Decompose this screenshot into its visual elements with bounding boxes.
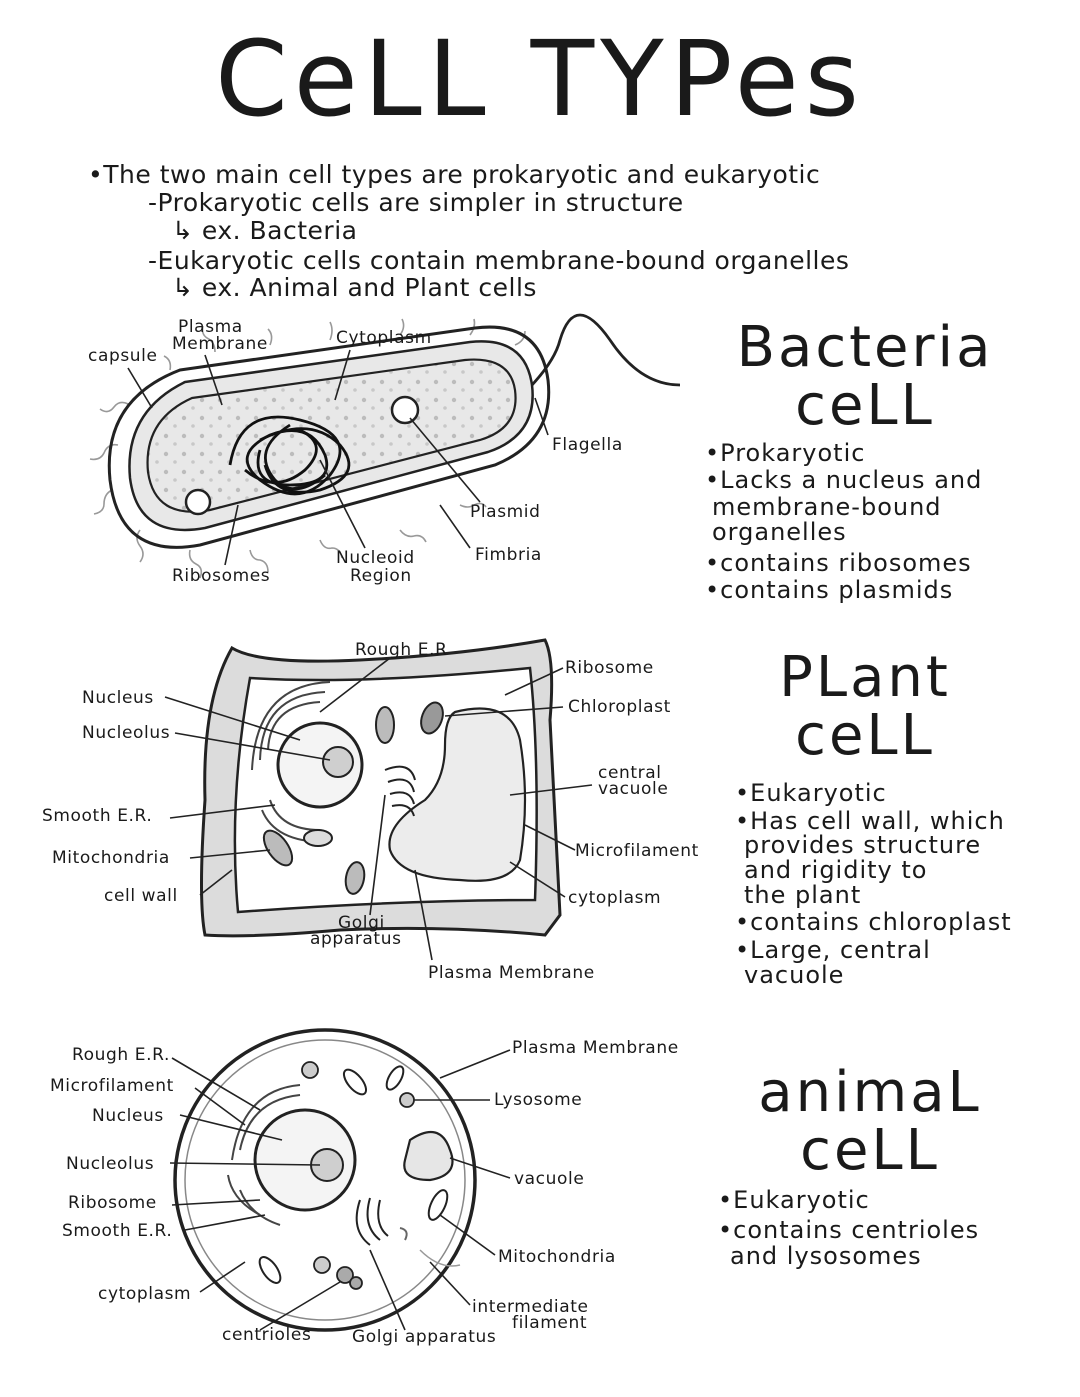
label-intermediate-line2: filament <box>512 1313 588 1333</box>
plant-bullet: •Eukaryotic <box>735 779 887 807</box>
label-nucleoid-line2: Region <box>350 566 412 586</box>
label-central-vacuole-line1: central <box>598 763 662 783</box>
label-mitochondria: Mitochondria <box>52 848 170 868</box>
label-nucleoid-line1: Nucleoid <box>336 548 415 568</box>
label-rough-er: Rough E.R. <box>72 1045 170 1065</box>
plant-bullet: provides structure <box>744 831 982 859</box>
label-cytoplasm: cytoplasm <box>98 1284 192 1304</box>
animal-heading: animaL <box>758 1060 982 1125</box>
label-ribosome: Ribosome <box>565 658 654 678</box>
label-golgi-apparatus: Golgi apparatus <box>352 1327 497 1347</box>
label-flagella: Flagella <box>552 435 623 455</box>
label-golgi-line1: Golgi <box>338 913 385 933</box>
bacteria-heading-cell: ceLL <box>795 373 935 438</box>
page-title: CeLL TYPes <box>215 18 865 140</box>
bacteria-bullet: membrane-bound <box>712 493 942 521</box>
intro-line-3: ↳ ex. Bacteria <box>172 216 358 245</box>
plant-bullet: •Large, central <box>735 936 931 964</box>
intro-line-2: -Prokaryotic cells are simpler in struct… <box>148 188 684 217</box>
intro-line-1: •The two main cell types are prokaryotic… <box>88 160 821 189</box>
label-vacuole: vacuole <box>514 1169 585 1189</box>
label-smooth-er: Smooth E.R. <box>42 806 153 826</box>
label-cytoplasm: cytoplasm <box>568 888 662 908</box>
bacteria-bullet: •Prokaryotic <box>705 439 866 467</box>
bacteria-bullet: •Lacks a nucleus and <box>705 466 983 494</box>
intro-line-4: -Eukaryotic cells contain membrane-bound… <box>148 246 850 275</box>
label-plasma-membrane: Plasma Membrane <box>428 963 595 983</box>
label-plasma-membrane-line2: Membrane <box>172 334 268 354</box>
plant-bullet: and rigidity to <box>744 856 928 884</box>
label-intermediate-line1: intermediate <box>472 1297 589 1317</box>
label-fimbria: Fimbria <box>475 545 542 565</box>
label-nucleus: Nucleus <box>82 688 154 708</box>
plant-drawing <box>200 638 562 938</box>
animal-drawing <box>173 1028 477 1332</box>
label-golgi-line2: apparatus <box>310 929 402 949</box>
label-plasma-membrane: Plasma Membrane <box>512 1038 679 1058</box>
bacteria-bullet: •contains plasmids <box>705 576 954 604</box>
label-centrioles: centrioles <box>222 1325 312 1345</box>
label-ribosome: Ribosome <box>68 1193 157 1213</box>
label-nucleolus: Nucleolus <box>82 723 171 743</box>
bacteria-drawing <box>89 313 681 579</box>
label-plasmid: Plasmid <box>470 502 541 522</box>
plant-bullet: vacuole <box>744 961 845 989</box>
animal-bullet: •Eukaryotic <box>718 1186 870 1214</box>
plant-bullet: •contains chloroplast <box>735 908 1012 936</box>
label-chloroplast: Chloroplast <box>568 697 671 717</box>
label-rough-er: Rough E.R <box>355 640 448 660</box>
label-capsule: capsule <box>88 346 158 366</box>
intro-line-5: ↳ ex. Animal and Plant cells <box>172 273 537 302</box>
label-nucleus: Nucleus <box>92 1106 164 1126</box>
bacteria-heading: Bacteria <box>736 315 994 380</box>
animal-heading-cell: ceLL <box>800 1118 940 1183</box>
label-microfilament: Microfilament <box>575 841 699 861</box>
label-microfilament: Microfilament <box>50 1076 174 1096</box>
plant-heading-cell: ceLL <box>795 703 935 768</box>
label-nucleolus: Nucleolus <box>66 1154 155 1174</box>
label-mitochondria: Mitochondria <box>498 1247 616 1267</box>
label-lysosome: Lysosome <box>494 1090 583 1110</box>
animal-bullet: and lysosomes <box>730 1242 922 1270</box>
label-smooth-er: Smooth E.R. <box>62 1221 173 1241</box>
plant-bullet: •Has cell wall, which <box>735 807 1005 835</box>
label-cell-wall: cell wall <box>104 886 178 906</box>
label-ribosomes: Ribosomes <box>172 566 271 586</box>
plant-heading: PLant <box>779 645 951 710</box>
label-cytoplasm: Cytoplasm <box>336 328 432 348</box>
bacteria-bullet: organelles <box>712 518 847 546</box>
animal-bullet: •contains centrioles <box>718 1216 980 1244</box>
label-central-vacuole-line2: vacuole <box>598 779 669 799</box>
bacteria-bullet: •contains ribosomes <box>705 549 972 577</box>
label-plasma-membrane-line1: Plasma <box>178 317 243 337</box>
plant-bullet: the plant <box>744 881 862 909</box>
